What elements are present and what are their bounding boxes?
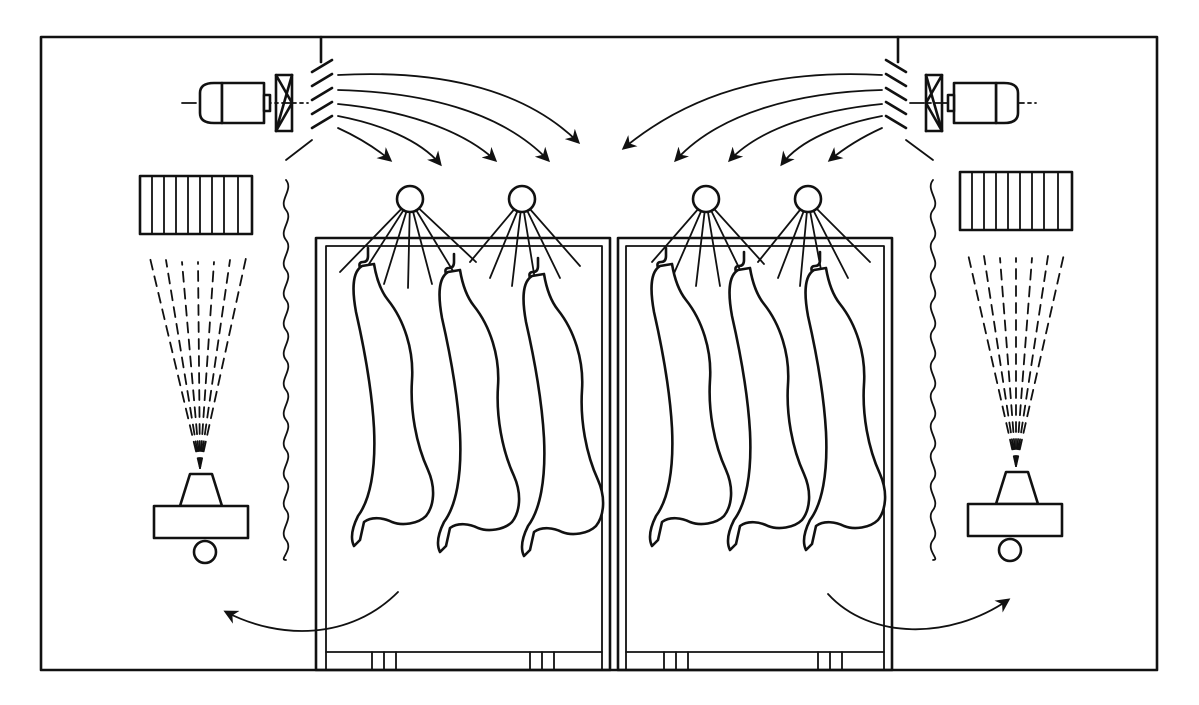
- hook-icon: [528, 256, 540, 280]
- heater-coil-right: [958, 170, 1074, 232]
- rail-frame-left: [314, 236, 612, 672]
- airflow-arrow-icon: [337, 89, 550, 163]
- carcass-2: [436, 252, 521, 554]
- spray-nozzle-left: [152, 472, 250, 565]
- return-airflow-left: [223, 591, 399, 632]
- carcass-5: [726, 250, 811, 552]
- hook-icon: [810, 250, 822, 274]
- hook-icon: [444, 252, 456, 276]
- lamp-icon: [793, 184, 823, 214]
- spray-left: [149, 257, 247, 469]
- return-airflow-right: [827, 593, 1011, 631]
- lamp-icon: [507, 184, 537, 214]
- airflow-arrow-icon: [337, 127, 393, 162]
- louvre-right-icon: [884, 58, 908, 130]
- carcass-1: [350, 246, 435, 548]
- rail-frame-right: [616, 236, 894, 672]
- carcass-icon: [648, 262, 733, 548]
- airflow-arrow-icon: [827, 127, 883, 162]
- carcass-icon: [726, 266, 811, 552]
- heater-coil-icon: [138, 174, 254, 236]
- carcass-icon: [520, 272, 605, 558]
- airflow-arrow-icon: [780, 115, 883, 167]
- lamp-icon: [395, 184, 425, 214]
- carcass-icon: [802, 266, 887, 552]
- fan-icon: [924, 73, 944, 133]
- carcass-6: [802, 250, 887, 552]
- heater-coil-icon: [958, 170, 1074, 232]
- spray-nozzle-icon: [178, 472, 224, 508]
- lamp-3: [651, 184, 765, 287]
- room-outline: [39, 35, 1159, 672]
- hook-icon: [358, 246, 370, 270]
- curtain-left: [282, 179, 290, 561]
- spray-nozzle-icon: [994, 470, 1040, 506]
- airflow-arrow-icon: [621, 73, 883, 150]
- curtain-right: [929, 179, 937, 561]
- fan-right-assembly: [909, 73, 1037, 133]
- louvre-left-icon: [310, 58, 334, 130]
- airflow-arrow-icon: [674, 89, 883, 163]
- airflow-arrow-icon: [728, 103, 883, 163]
- lamp-4: [757, 184, 871, 287]
- carcass-3: [520, 256, 605, 558]
- airflow-arrow-icon: [337, 103, 498, 162]
- carcass-icon: [350, 262, 435, 548]
- lamp-2: [469, 184, 581, 287]
- motor-icon: [994, 81, 1020, 125]
- hook-icon: [656, 246, 668, 270]
- spray-right: [967, 253, 1065, 467]
- carcass-icon: [436, 268, 521, 554]
- carcasses: [350, 246, 887, 558]
- airflow-arrow-icon: [337, 73, 581, 145]
- airflow-right: [621, 73, 883, 167]
- hook-icon: [734, 250, 746, 274]
- carcass-4: [648, 246, 733, 548]
- airflow-arrow-icon: [337, 115, 442, 167]
- heater-coil-left: [138, 174, 254, 236]
- lamp-icon: [691, 184, 721, 214]
- motor-icon: [198, 81, 224, 125]
- fan-left-assembly: [181, 73, 309, 133]
- airflow-left: [337, 73, 581, 167]
- spray-nozzle-right: [966, 470, 1064, 563]
